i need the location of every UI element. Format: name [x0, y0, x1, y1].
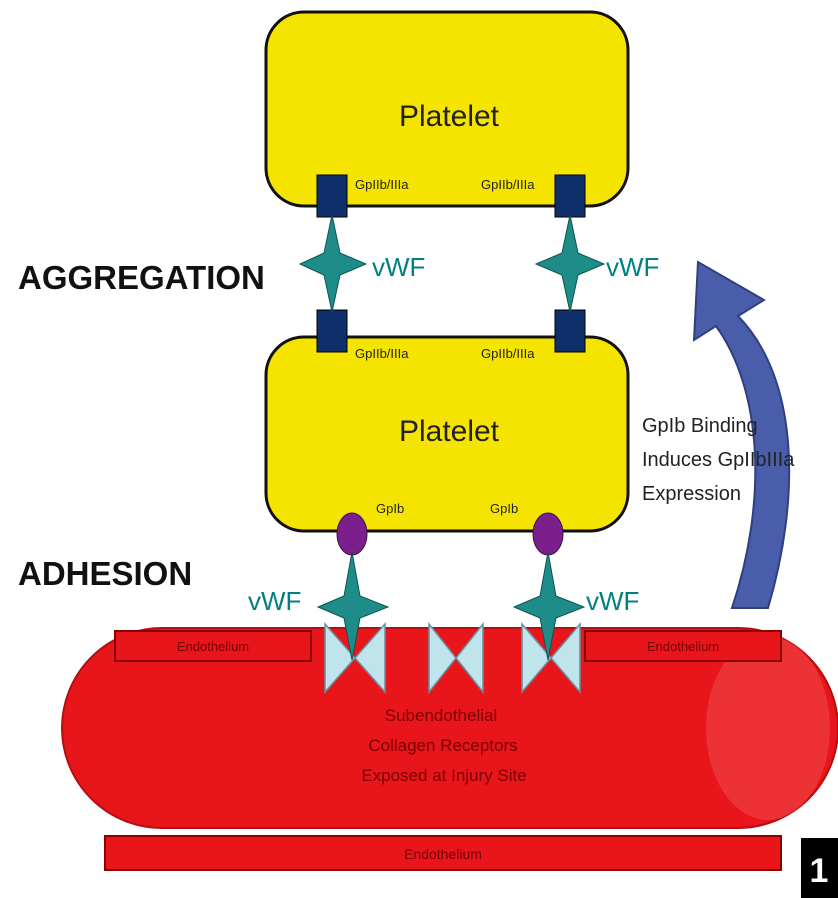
vwf-label-aggregation-right: vWF: [606, 252, 659, 282]
vwf-molecule-aggregation-left: [298, 214, 368, 313]
gp2b3a-receptor-top-left: [316, 174, 348, 218]
subendothelial-label-line3: Exposed at Injury Site: [361, 766, 526, 785]
gp2b3a-receptor-bottom-right: [554, 309, 586, 353]
vessel-end-highlight: [706, 636, 830, 820]
vwf-molecule-adhesion-left: [316, 551, 390, 661]
gp1b-label-right: GpIb: [490, 501, 518, 516]
platelet-top: Platelet: [264, 10, 630, 208]
vwf-label-aggregation-left: vWF: [372, 252, 425, 282]
collagen-receptor-middle: [428, 621, 484, 695]
blood-vessel: [61, 627, 838, 829]
gp2b3a-receptor-top-right: [554, 174, 586, 218]
vwf-molecule-adhesion-right: [512, 551, 586, 661]
gp1b-binding-note-line3: Expression: [642, 483, 741, 505]
vessel-tube: [61, 627, 838, 829]
vwf-molecule-aggregation-right: [534, 214, 606, 313]
endothelium-top-right-label: Endothelium: [647, 639, 719, 654]
platelet-bottom: Platelet: [264, 335, 630, 533]
collagen-receptor-left: [324, 622, 386, 694]
endothelium-bottom-label: Endothelium: [404, 846, 482, 862]
aggregation-heading: AGGREGATION: [18, 259, 265, 296]
endothelium-bottom: Endothelium: [104, 835, 782, 871]
subendothelial-label-line2: Collagen Receptors: [368, 736, 517, 755]
gp2b3a-label-top-left: GpIIb/IIIa: [355, 177, 409, 192]
curved-arrow-icon: [692, 260, 791, 609]
vwf-label-adhesion-right: vWF: [586, 586, 639, 616]
gp2b3a-label-top-right: GpIIb/IIIa: [481, 177, 535, 192]
adhesion-heading: ADHESION: [18, 555, 192, 592]
gp1b-receptor-right: [532, 512, 564, 556]
gp1b-receptor-left: [336, 512, 368, 556]
gp1b-binding-note-line1: GpIb Binding: [642, 415, 758, 437]
endothelium-top-left: Endothelium: [114, 630, 312, 662]
platelet-bottom-label: Platelet: [399, 415, 500, 448]
subendothelial-label-line1: Subendothelial: [385, 706, 497, 725]
gp1b-binding-note-line2: Induces GpIIbIIIa: [642, 449, 795, 471]
gp2b3a-label-bottom-left: GpIIb/IIIa: [355, 346, 409, 361]
endothelium-top-left-label: Endothelium: [177, 639, 249, 654]
endothelium-top-right: Endothelium: [584, 630, 782, 662]
gp2b3a-label-bottom-right: GpIIb/IIIa: [481, 346, 535, 361]
figure-number-badge: 1: [801, 838, 838, 898]
vwf-label-adhesion-left: vWF: [248, 586, 301, 616]
collagen-receptor-right: [521, 621, 581, 695]
gp2b3a-receptor-bottom-left: [316, 309, 348, 353]
platelet-top-label: Platelet: [399, 100, 500, 133]
figure-number: 1: [810, 852, 829, 890]
gp1b-label-left: GpIb: [376, 501, 404, 516]
